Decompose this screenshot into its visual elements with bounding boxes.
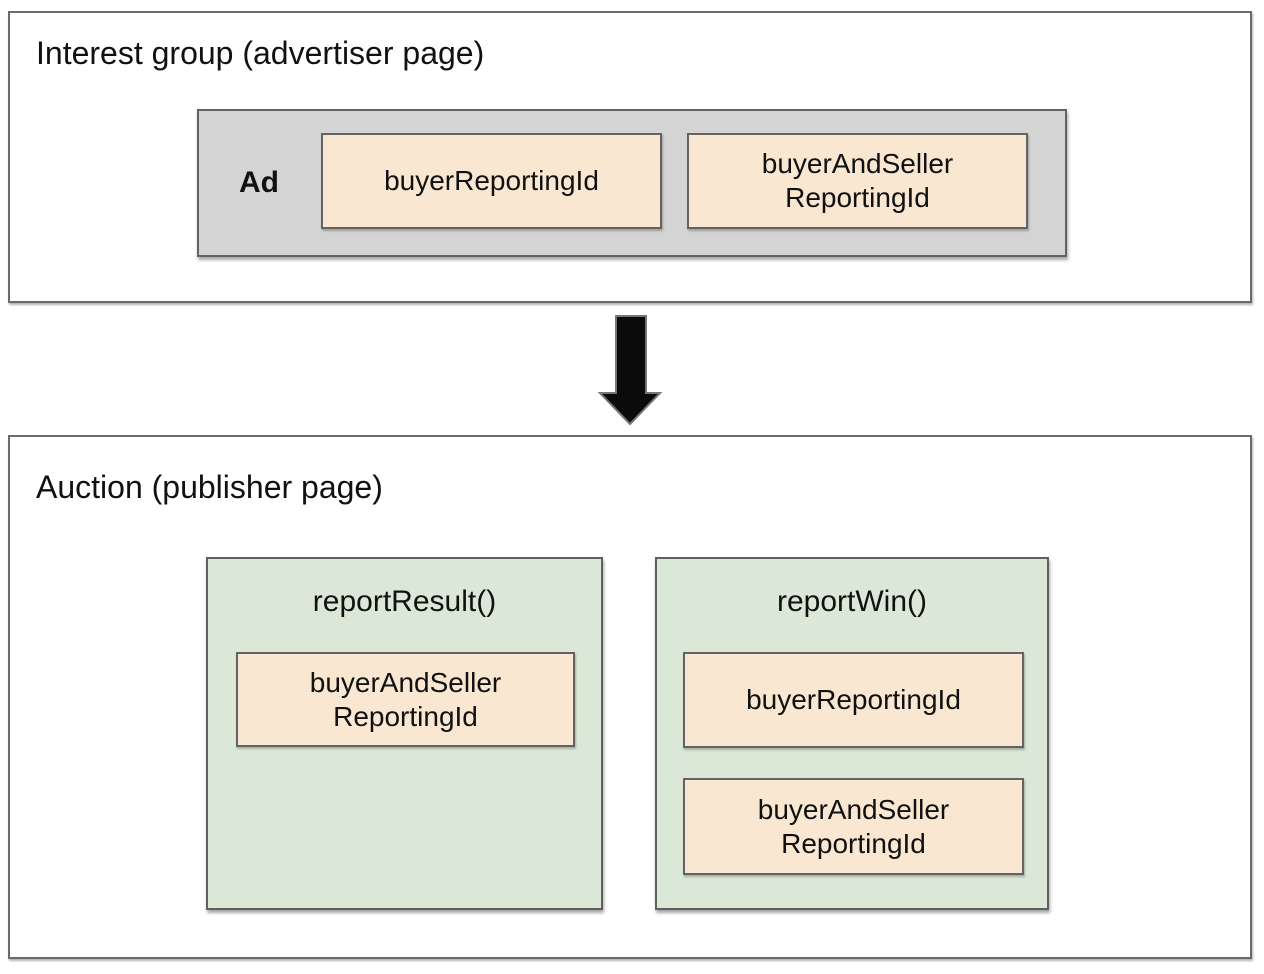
auction-section: Auction (publisher page) reportResult() … [8,435,1252,959]
chip-line: ReportingId [785,182,930,213]
interest-group-title: Interest group (advertiser page) [36,35,485,71]
chip-line: buyerAndSeller [757,793,950,825]
ad-label: Ad [239,166,279,199]
report-win-heading: reportWin() [776,585,927,618]
report-result-box: reportResult() buyerAndSeller ReportingI… [206,557,603,910]
chip-line: ReportingId [333,700,478,732]
report-result-heading: reportResult() [312,585,497,618]
interest-group-section: Interest group (advertiser page) Ad buye… [8,11,1252,303]
auction-title: Auction (publisher page) [36,469,383,505]
buyer-reporting-id-chip: buyerReportingId [683,652,1024,748]
chip-line: ReportingId [781,827,926,859]
buyer-and-seller-reporting-id-chip: buyerAndSeller ReportingId [683,778,1024,875]
chip-line: buyerReportingId [746,684,961,715]
buyer-reporting-id-chip: buyerReportingId [321,133,662,229]
chip-line: buyerAndSeller [309,666,502,698]
down-arrow-icon [597,315,663,426]
flow-arrow [596,313,664,427]
chip-line: buyerReportingId [384,165,599,196]
chip-line: buyerAndSeller [761,148,954,179]
report-win-box: reportWin() buyerReportingId buyerAndSel… [655,557,1049,910]
buyer-and-seller-reporting-id-chip: buyerAndSeller ReportingId [236,652,575,747]
buyer-and-seller-reporting-id-chip: buyerAndSeller ReportingId [687,133,1028,229]
ad-container: Ad buyerReportingId buyerAndSeller Repor… [197,109,1067,257]
